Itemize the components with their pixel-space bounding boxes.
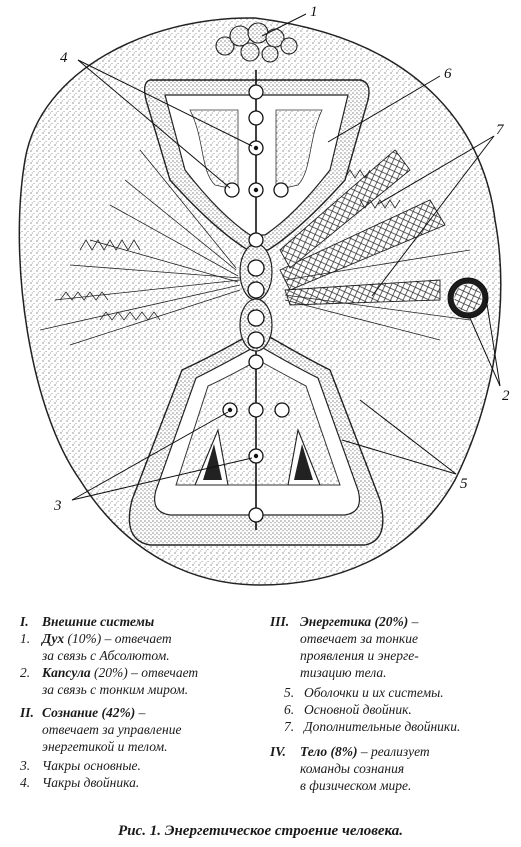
legend-item-4: 4. Чакры двойника. — [20, 775, 140, 790]
legend-item-6: 6. Основной двойник. — [284, 702, 412, 717]
label-4: 4 — [60, 50, 68, 66]
legend-item-3: 3. Чакры основные. — [20, 758, 141, 773]
legend-section-iii: III. Энергетика (20%) – — [270, 614, 419, 629]
label-1: 1 — [310, 4, 318, 20]
side-node — [447, 277, 489, 319]
legend-item-5: 5. Оболочки и их системы. — [284, 685, 444, 700]
legend-section-ii: II. Сознание (42%) – — [20, 705, 146, 720]
label-2: 2 — [502, 388, 510, 404]
spirit-cluster — [215, 22, 298, 63]
label-7: 7 — [496, 122, 505, 138]
legend-item-1: 1. Дух (10%) – отвечает — [20, 631, 172, 646]
label-5: 5 — [460, 476, 468, 492]
legend-left: I. Внешние системы 1. Дух (10%) – отвеча… — [20, 614, 260, 792]
chakra-centers — [227, 145, 259, 459]
legend-item-7: 7. Дополнительные двойники. — [284, 719, 461, 734]
legend-section-iv: IV. Тело (8%) – реализует — [270, 744, 430, 759]
legend-item-2: 2. Капсула (20%) – отвечает — [20, 665, 199, 680]
label-3: 3 — [53, 498, 62, 514]
label-6: 6 — [444, 66, 452, 82]
rays-left — [39, 149, 241, 346]
figure-caption: Рис. 1. Энергетическое строение человека… — [118, 823, 403, 839]
legend-right: III. Энергетика (20%) – отвечает за тонк… — [270, 614, 518, 795]
energy-structure-diagram: 1 4 6 7 2 5 3 — [18, 4, 510, 586]
legend-section-i: I. Внешние системы — [20, 614, 155, 629]
leader-lines — [71, 13, 501, 501]
